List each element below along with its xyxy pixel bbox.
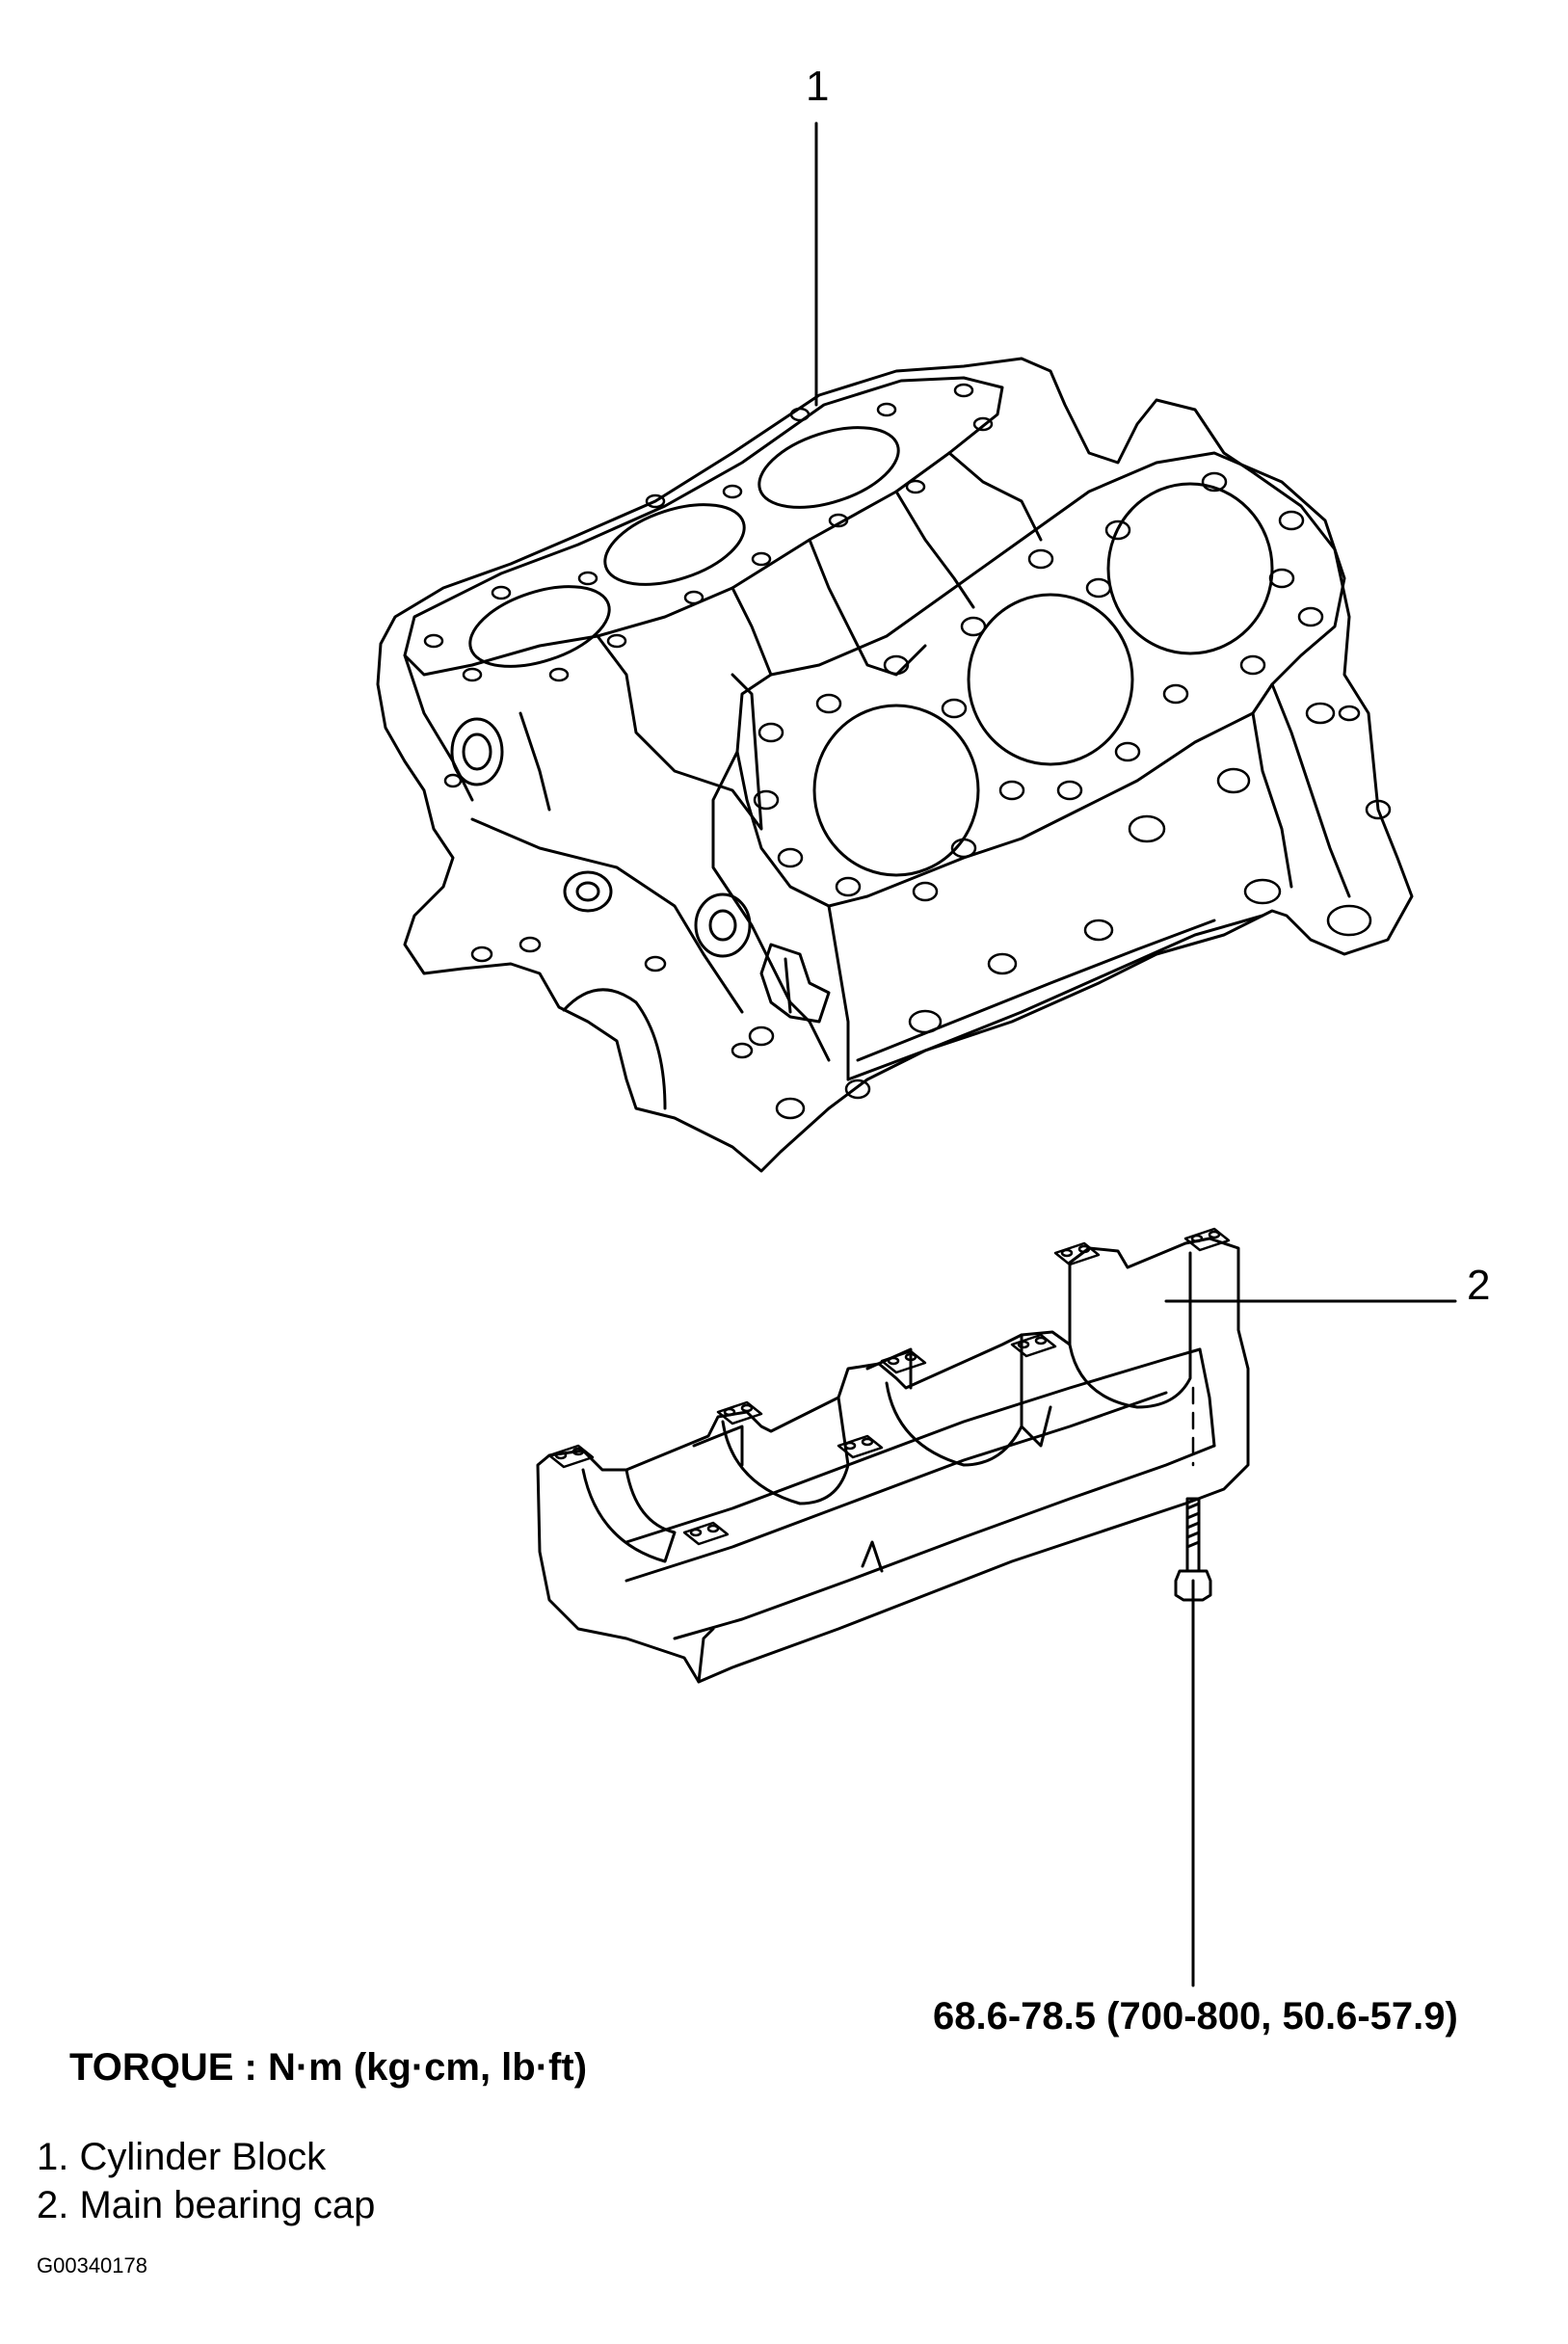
main-bearing-cap [536, 1227, 1250, 1684]
legend-item-cylinder-block: 1. Cylinder Block [37, 2136, 327, 2178]
figure-id: G00340178 [37, 2253, 147, 2277]
legend-item-main-bearing-cap: 2. Main bearing cap [37, 2184, 376, 2226]
bearing-cap-bolt [1174, 1386, 1212, 1987]
cylinder-block [376, 357, 1414, 1173]
torque-spec-value: 68.6-78.5 (700-800, 50.6-57.9) [933, 1995, 1458, 2038]
callout-label-1: 1 [806, 63, 830, 110]
callout-label-2: 2 [1467, 1262, 1491, 1309]
torque-units-heading: TORQUE : N·m (kg·cm, lb·ft) [69, 2046, 588, 2089]
